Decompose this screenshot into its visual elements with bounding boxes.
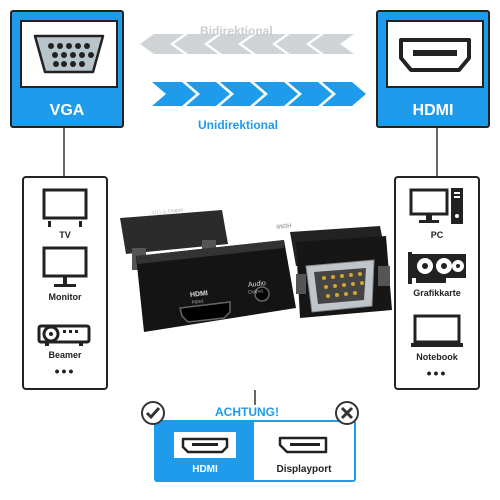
- device-label-notebook: Notebook: [416, 352, 458, 362]
- cross-icon: [335, 401, 359, 425]
- laptop-icon: [411, 314, 463, 347]
- vga-port-box: VGA: [10, 10, 124, 128]
- device-label-pc: PC: [430, 230, 444, 240]
- device-beamer: Beamer •••: [24, 322, 106, 379]
- pc-icon: [409, 188, 463, 224]
- vga-connector-icon: [20, 20, 118, 88]
- compatible-label: HDMI: [192, 464, 218, 475]
- tv-icon: [42, 188, 88, 227]
- more-devices-dots: •••: [426, 365, 448, 381]
- monitor-icon: [42, 246, 88, 287]
- device-pc: PC: [396, 186, 478, 240]
- device-monitor: Monitor: [24, 246, 106, 302]
- projector-icon: [37, 324, 91, 346]
- incompatible-panel: Displayport: [254, 422, 354, 480]
- compatibility-box: HDMI Displayport: [154, 420, 356, 482]
- unidirectional-label: Unidirektional: [198, 118, 279, 132]
- more-devices-dots: •••: [54, 363, 76, 379]
- device-label-monitor: Monitor: [48, 292, 82, 302]
- bidirectional-label: Bidirektional: [200, 24, 273, 38]
- device-label-graphics-card: Grafikkarte: [413, 288, 461, 298]
- compatible-panel: HDMI: [156, 422, 254, 480]
- hdmi-port-box: HDMI: [376, 10, 490, 128]
- device-label-beamer: Beamer: [48, 350, 82, 360]
- adapter-hdmi-sub: Input: [191, 298, 204, 306]
- direction-arrows: [140, 34, 366, 106]
- device-notebook: Notebook •••: [396, 314, 478, 381]
- target-devices-panel: PC Grafikkarte Notebook •••: [394, 176, 480, 390]
- source-devices-panel: TV Monitor Beamer •••: [22, 176, 108, 390]
- adapter-illustration: [120, 210, 392, 332]
- warning-title: ACHTUNG!: [215, 405, 279, 419]
- device-label-tv: TV: [59, 230, 71, 240]
- vga-label: VGA: [49, 102, 85, 119]
- graphics-card-icon: [408, 252, 466, 284]
- incompatible-label: Displayport: [276, 464, 332, 475]
- hdmi-port-icon: [181, 437, 229, 454]
- check-icon: [141, 401, 165, 425]
- device-graphics-card: Grafikkarte: [396, 250, 478, 298]
- displayport-icon: [278, 436, 328, 454]
- device-tv: TV: [24, 188, 106, 240]
- hdmi-connector-icon: [386, 20, 484, 88]
- hdmi-label: HDMI: [412, 102, 454, 119]
